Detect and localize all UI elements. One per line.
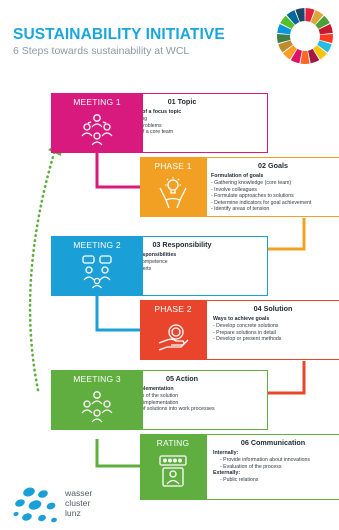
page-title: SUSTAINABILITY INITIATIVE xyxy=(13,26,225,43)
logo-line: cluster xyxy=(65,498,91,508)
step-card-communication: 06 Communication Internally: - Provide i… xyxy=(206,434,339,500)
stage-label: PHASE 2 xyxy=(154,304,192,314)
step-card-solution: 04 Solution Ways to achieve goals - Deve… xyxy=(206,300,339,360)
stage-phase-1: PHASE 1 xyxy=(140,157,206,217)
wasser-cluster-lunz-logo: wasser cluster lunz xyxy=(12,484,112,530)
stage-label: PHASE 1 xyxy=(154,161,192,171)
list-item: - Involve colleagues xyxy=(211,186,257,193)
page-subtitle: 6 Steps towards sustainability at WCL xyxy=(13,45,190,57)
connector-pink xyxy=(95,153,140,189)
stage-meeting-2: MEETING 2 xyxy=(51,236,143,296)
wheel-segment xyxy=(290,48,302,64)
list-item: - Determine indicators for goal achievem… xyxy=(211,199,312,206)
rating-card-icon xyxy=(159,455,187,487)
list-item: - Formulate approaches to solutions xyxy=(211,193,294,200)
list-item: - Presentation of the solution xyxy=(112,393,179,399)
wheel-segment xyxy=(315,15,330,30)
stage-label: MEETING 1 xyxy=(73,97,121,107)
step-heading: Formulation of goals xyxy=(211,173,264,179)
stage-phase-2: PHASE 2 xyxy=(140,300,206,360)
logo-text: wasser cluster lunz xyxy=(65,488,92,518)
wheel-segment xyxy=(305,8,315,22)
stage-label: RATING xyxy=(156,438,190,448)
logo-line: wasser xyxy=(65,488,93,498)
wheel-segment xyxy=(300,50,310,64)
hand-coin-icon xyxy=(158,324,189,351)
team-meeting-icon xyxy=(81,391,113,423)
list-item: - Public relations xyxy=(220,477,259,484)
idea-bulb-hands-icon xyxy=(159,177,187,209)
list-item: - Release for implementation xyxy=(112,399,179,406)
list-item: - Identify areas of tension xyxy=(211,206,270,213)
step-title: 01 Topic xyxy=(167,97,197,106)
wheel-segment xyxy=(277,24,292,35)
wheel-segment xyxy=(313,45,327,60)
connector-orange xyxy=(268,218,306,251)
list-item: - Develop concrete solutions xyxy=(213,323,279,329)
team-meeting-icon xyxy=(81,114,113,146)
wheel-segment xyxy=(280,15,295,30)
list-item: - Provide information about innovations xyxy=(220,457,310,463)
wheel-segment xyxy=(318,24,333,35)
stage-meeting-1: MEETING 1 xyxy=(51,93,143,153)
connector-green xyxy=(95,439,140,468)
list-item: - Gathering knowledge (core team) xyxy=(211,180,292,186)
step-title: 03 Responsibility xyxy=(152,240,212,249)
list-item: - Prepare solutions in detail xyxy=(213,329,276,336)
step-title: 05 Action xyxy=(165,374,199,383)
wheel-segment xyxy=(295,8,305,22)
droplets-icon xyxy=(13,487,57,523)
return-arrow xyxy=(28,148,57,392)
step-heading: Ways to achieve goals xyxy=(213,316,270,322)
stage-label: MEETING 3 xyxy=(73,374,121,384)
team-discussion-icon xyxy=(82,255,112,289)
list-item: - Develop or present methods xyxy=(213,336,282,343)
step-heading: Determination of a focus topic xyxy=(105,109,182,115)
wheel-segment xyxy=(310,10,324,25)
wheel-segment xyxy=(278,40,293,53)
stage-rating: RATING xyxy=(140,434,206,500)
step-card-goals: 02 Goals Formulation of goals - Gatherin… xyxy=(206,157,339,217)
list-item: - Evaluation of the process xyxy=(220,463,282,470)
step-heading: Internally: xyxy=(213,450,239,456)
stage-label: MEETING 2 xyxy=(73,240,121,250)
list-item: - Integration of solutions into work pro… xyxy=(112,406,215,413)
step-title: 06 Communication xyxy=(240,438,306,447)
connector-blue xyxy=(95,296,140,332)
wheel-segment xyxy=(276,33,291,44)
sdg-wheel-icon xyxy=(276,8,334,64)
connector-red xyxy=(268,361,306,395)
logo-line: lunz xyxy=(65,508,81,518)
wheel-segment xyxy=(317,40,332,53)
wheel-segment xyxy=(319,33,334,44)
step-title: 02 Goals xyxy=(258,161,288,170)
wheel-segment xyxy=(308,48,320,64)
wheel-segment xyxy=(283,45,297,60)
stage-meeting-3: MEETING 3 xyxy=(51,370,143,430)
step-title: 04 Solution xyxy=(253,304,293,313)
wheel-segment xyxy=(286,10,300,25)
step-heading: Externally: xyxy=(213,470,241,477)
